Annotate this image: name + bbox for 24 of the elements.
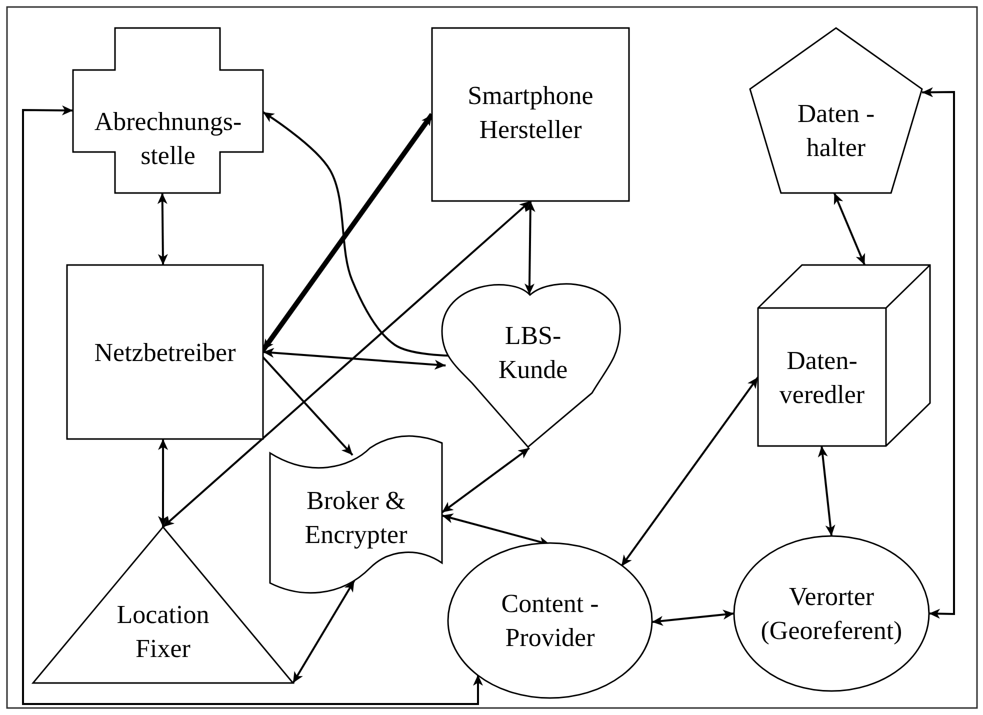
node-label: Smartphone Hersteller — [466, 80, 594, 146]
arrow — [818, 446, 836, 536]
arrow — [22, 105, 483, 705]
arrow — [652, 610, 734, 626]
node-label: LBS- Kunde — [497, 320, 569, 386]
arrow — [833, 192, 866, 266]
arrow — [292, 580, 356, 684]
node-label: Netzbetreiber — [94, 336, 236, 369]
node-label: Abrechnungs- stelle — [93, 106, 243, 172]
arrow — [620, 376, 759, 567]
arrow — [441, 447, 530, 514]
arrow — [162, 200, 532, 528]
arrow — [262, 348, 446, 370]
node-label: Daten- veredler — [778, 344, 866, 410]
arrow — [157, 192, 168, 266]
node-label: Daten - halter — [796, 98, 876, 164]
node-label: Content -Provider — [500, 588, 600, 654]
arrow — [524, 200, 536, 295]
node-label: Broker & Encrypter — [304, 485, 408, 551]
node-label: Location Fixer — [116, 599, 210, 665]
arrow — [922, 87, 955, 619]
arrow — [262, 356, 354, 456]
node-label: Verorter (Georeferent) — [760, 580, 904, 646]
arrow — [158, 439, 168, 527]
